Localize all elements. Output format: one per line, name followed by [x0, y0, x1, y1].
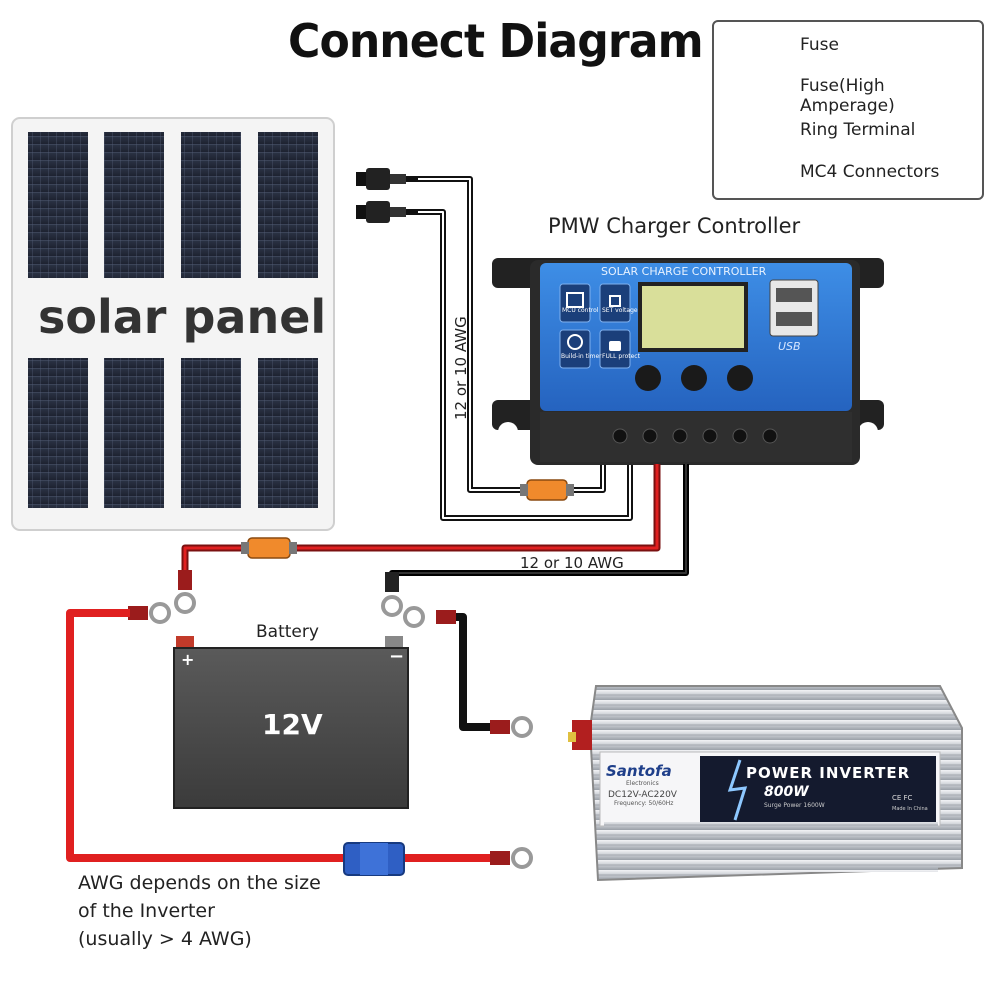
note-line-1: AWG depends on the size [78, 872, 321, 894]
inverter-brand: Santofa [606, 762, 672, 780]
panel-to-controller-wires [418, 176, 633, 521]
legend-high-amp-fuse-label: Fuse(High Amperage) [800, 76, 895, 116]
inverter-spec: DC12V-AC220V [608, 790, 677, 800]
high-amp-fuse [343, 842, 405, 876]
legend-box: Fuse Fuse(High Amperage) Ring Terminal M… [712, 20, 984, 200]
ring-terminals [128, 570, 456, 628]
inverter-surge: Surge Power 1600W [764, 802, 825, 809]
charge-controller [492, 258, 884, 465]
page-title: Connect Diagram [288, 14, 704, 68]
battery-fuse [241, 537, 297, 559]
inverter-frequency: Frequency: 50/60Hz [614, 800, 674, 807]
set-voltage-label: SET voltage [602, 307, 638, 314]
solar-panel [11, 117, 335, 531]
panel-cells-bottom [28, 358, 318, 508]
battery-minus-sign: − [389, 646, 405, 667]
inverter-ring-terminals [490, 716, 533, 869]
mc4-connectors [356, 168, 418, 223]
battery-label: Battery [256, 622, 319, 642]
controller-caption: PMW Charger Controller [548, 214, 801, 238]
inverter-title: POWER INVERTER [746, 764, 911, 782]
build-in-timer-label: Build-in timer [561, 353, 602, 360]
full-protect-label: FULL protect [602, 353, 640, 360]
legend-fuse-label: Fuse [800, 35, 839, 55]
usb-label: USB [778, 340, 801, 353]
inverter-marks: CE FC [892, 794, 913, 802]
note-line-2: of the Inverter [78, 900, 215, 922]
note-line-3: (usually > 4 AWG) [78, 928, 252, 950]
solar-panel-label: solar panel [38, 290, 327, 344]
inverter-power: 800W [764, 784, 809, 800]
inverter-made-in: Made In China [892, 806, 928, 812]
battery-voltage: 12V [262, 708, 323, 741]
controller-header: SOLAR CHARGE CONTROLLER [601, 265, 767, 278]
battery-to-inverter-wires [66, 609, 500, 862]
power-inverter [568, 685, 963, 882]
panel-cells-top [28, 132, 318, 278]
legend-mc4-label: MC4 Connectors [800, 162, 940, 182]
battery [173, 636, 409, 809]
battery-wire-gauge-label: 12 or 10 AWG [520, 554, 624, 572]
mcu-control-label: MCU control [562, 307, 599, 314]
panel-fuse [520, 479, 574, 501]
panel-wire-gauge-label: 12 or 10 AWG [452, 316, 470, 420]
inverter-brand-sub: Electronics [626, 780, 659, 787]
battery-plus-sign: + [181, 650, 195, 669]
legend-ring-terminal-label: Ring Terminal [800, 120, 916, 140]
